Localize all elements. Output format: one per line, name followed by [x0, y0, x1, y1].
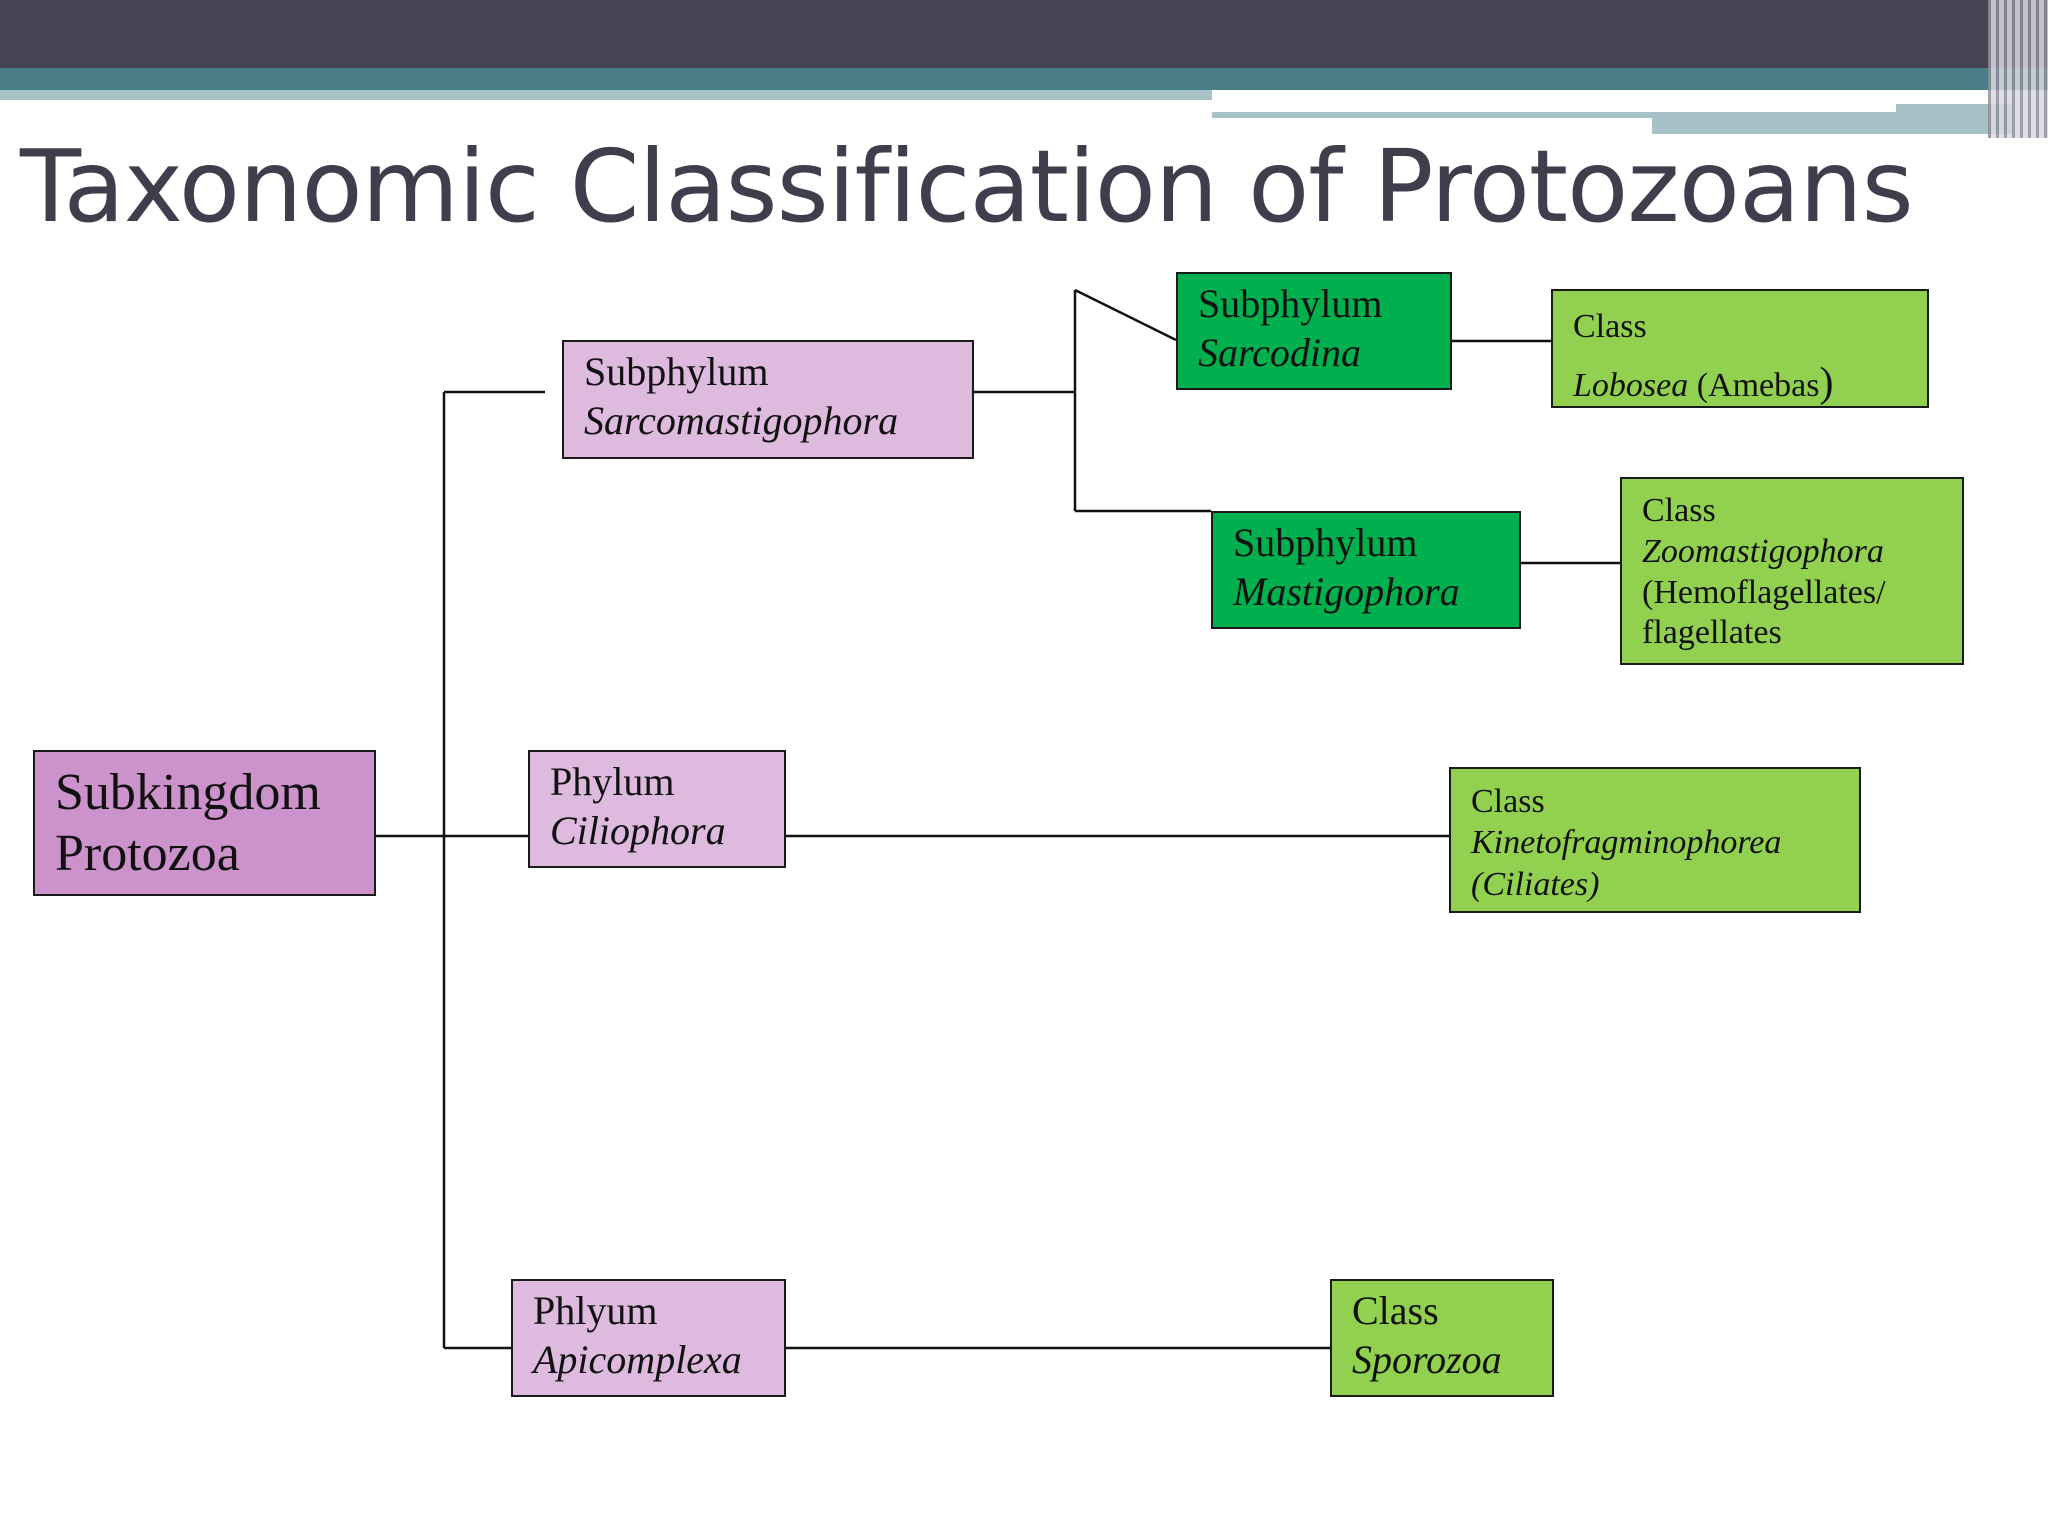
node-rank: Phlyum	[533, 1288, 658, 1333]
node-subkingdom-protozoa: Subkingdom Protozoa	[33, 750, 376, 896]
title-banner-gap	[1212, 100, 1896, 112]
title-banner-light	[0, 90, 1212, 100]
node-subphylum-sarcodina: Subphylum Sarcodina	[1176, 272, 1452, 390]
node-taxon: Kinetofragminophorea	[1471, 824, 1782, 862]
node-rank: Phylum	[550, 759, 675, 804]
node-subphylum-mastigophora: Subphylum Mastigophora	[1211, 511, 1521, 629]
node-taxon: Ciliophora	[550, 807, 726, 853]
node-taxon-line: Lobosea (Amebas)	[1573, 352, 1907, 415]
node-class-lobosea: Class Lobosea (Amebas)	[1551, 289, 1929, 408]
node-taxon: Apicomplexa	[533, 1336, 742, 1382]
slide-title: Taxonomic Classification of Protozoans	[20, 128, 1914, 245]
node-taxon: Lobosea	[1573, 367, 1689, 404]
node-common-name: (Ciliates)	[1471, 865, 1600, 903]
node-common-name: (Amebas	[1688, 367, 1820, 404]
node-rank: Subphylum	[584, 349, 769, 394]
node-phylum-apicomplexa: Phlyum Apicomplexa	[511, 1279, 786, 1397]
node-rank: Class	[1573, 308, 1647, 345]
node-taxon: Sarcodina	[1198, 329, 1361, 375]
node-rank: Class	[1352, 1288, 1439, 1333]
node-class-zoomastigophora: Class Zoomastigophora (Hemoflagellates/ …	[1620, 477, 1964, 665]
node-taxon: Protozoa	[55, 825, 240, 883]
node-subphylum-sarcomastigophora: Subphylum Sarcomastigophora	[562, 340, 974, 459]
title-banner-gap	[1212, 118, 1652, 134]
node-rank: Class	[1471, 783, 1545, 820]
node-class-kinetofragminophorea: Class Kinetofragminophorea (Ciliates)	[1449, 767, 1861, 913]
node-rank: Subkingdom	[55, 764, 321, 821]
node-rank: Subphylum	[1233, 520, 1418, 565]
node-common-name-cont: flagellates	[1642, 614, 1782, 652]
node-rank: Subphylum	[1198, 281, 1383, 326]
node-close-paren: )	[1819, 360, 1834, 406]
title-banner-teal	[0, 68, 2048, 90]
node-taxon: Zoomastigophora	[1642, 532, 1884, 570]
node-class-sporozoa: Class Sporozoa	[1330, 1279, 1554, 1397]
connector-to-sarcodina	[1074, 288, 1177, 342]
node-taxon: Sarcomastigophora	[584, 397, 899, 443]
title-banner-dark	[0, 0, 2048, 68]
node-taxon: Sporozoa	[1352, 1336, 1502, 1382]
node-phylum-ciliophora: Phylum Ciliophora	[528, 750, 786, 868]
node-common-name: (Hemoflagellates/	[1642, 573, 1886, 611]
node-rank: Class	[1642, 492, 1716, 529]
slide-edge-stripes	[1988, 0, 2048, 138]
node-taxon: Mastigophora	[1233, 568, 1460, 614]
